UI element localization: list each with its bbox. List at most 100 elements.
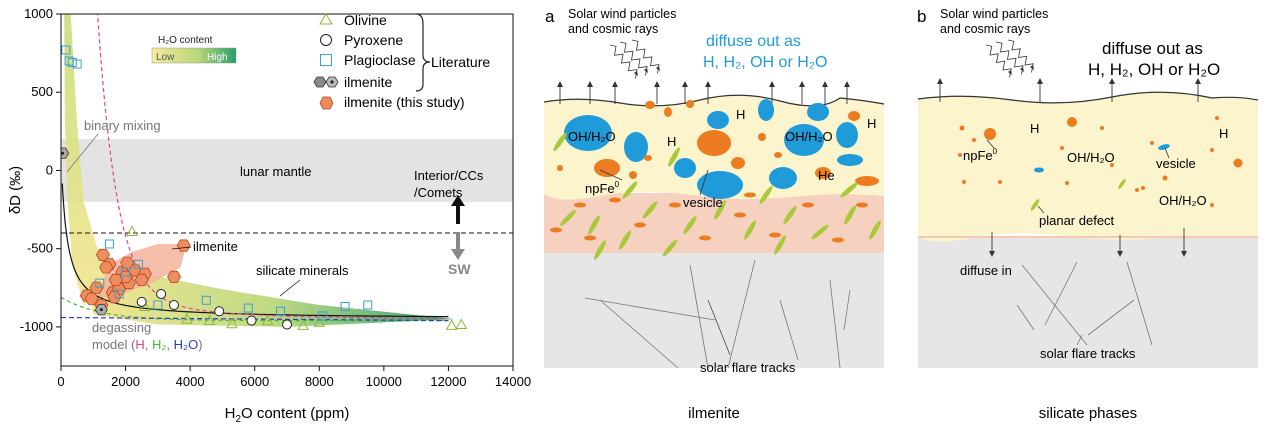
silicate-minerals-field	[86, 273, 455, 327]
npfe-particle	[984, 128, 996, 140]
y-tick-label: -1000	[20, 319, 53, 334]
particle-track	[995, 41, 1024, 75]
panel-a-h3: H	[867, 116, 876, 131]
npfe-particle	[855, 176, 879, 186]
water-vesicle	[697, 171, 743, 199]
plagioclase-point	[318, 311, 328, 321]
x-tick-label: 0	[57, 374, 64, 389]
planar-defect	[844, 205, 856, 225]
mixing-tail-field	[64, 14, 110, 305]
solar-flare-track	[1087, 299, 1135, 336]
particle-track	[619, 41, 648, 76]
x-tick-label: 4000	[176, 374, 205, 389]
olivine-point	[445, 319, 458, 330]
npfe-particle	[958, 153, 962, 157]
npfe-particle	[609, 197, 621, 203]
npfe-particle	[1150, 141, 1154, 145]
y-tick-label: 0	[46, 162, 53, 177]
npfe-particle	[594, 159, 620, 177]
y-axis-label: δD (‰)	[7, 166, 24, 214]
pyroxene-point	[214, 306, 225, 317]
olivine-point	[226, 317, 238, 329]
ilmenite-lit-point	[61, 147, 70, 159]
planar-defect	[774, 235, 786, 255]
panel-a-surface	[543, 94, 885, 107]
plagioclase-point	[276, 306, 286, 316]
solar-flare-track	[584, 297, 716, 321]
panel-a-h2: H	[736, 107, 745, 122]
plagioclase-point	[363, 300, 373, 310]
olivine-point	[455, 318, 468, 330]
particle-track	[1007, 39, 1034, 73]
panel-a-diffuse-1: diffuse out as	[706, 33, 801, 50]
npfe-particle	[731, 157, 745, 169]
binary-mixing-pointer	[66, 133, 99, 173]
solar-flare-track	[599, 299, 679, 369]
panel-b-bulk	[918, 236, 1258, 368]
panel-b-oh-2: OH/H₂O	[1159, 193, 1207, 208]
npfe-particle	[734, 212, 746, 218]
panel-b-h1: H	[1030, 121, 1039, 136]
pyroxene-point	[282, 319, 292, 330]
plagioclase-point	[121, 267, 131, 277]
x-axis-label: H2O content (ppm)	[225, 405, 350, 425]
legend-olivine: Olivine	[344, 12, 387, 28]
ilmenite-study-point	[108, 273, 123, 287]
particle-track	[985, 44, 1012, 78]
plagioclase-point	[133, 259, 143, 269]
solar-flare-track	[843, 289, 851, 331]
npfe-particle	[574, 202, 586, 208]
npfe-particle	[815, 167, 831, 179]
panel-b-planar: planar defect	[1039, 213, 1115, 228]
interior-label-2: /Comets	[414, 185, 463, 200]
legend-plagioclase-marker	[320, 54, 332, 66]
y-tick-label: -500	[27, 241, 53, 256]
ilmenite-study-point	[134, 273, 149, 287]
water-vesicle	[807, 103, 829, 121]
x-tick-label: 10000	[366, 374, 402, 389]
legend-ilmenite-study: ilmenite (this study)	[344, 94, 465, 110]
solar-flare-track	[779, 299, 799, 361]
sw-label: SW	[448, 261, 471, 277]
particle-track	[631, 39, 660, 74]
npfe-particle	[644, 155, 652, 161]
npfe-particle	[848, 111, 860, 121]
panel-a-vesicle: vesicle	[683, 195, 723, 210]
silicate-minerals-label: silicate minerals	[256, 263, 349, 278]
water-vesicle	[758, 99, 774, 121]
planar-defect	[662, 239, 678, 257]
x-tick-label: 6000	[240, 374, 269, 389]
panel-b-caption: silicate phases	[1039, 405, 1137, 422]
y-tick-label: 500	[31, 84, 53, 99]
legend-olivine-marker	[319, 13, 333, 25]
olivine-point	[126, 225, 138, 236]
npfe-particle	[802, 202, 814, 208]
literature-brace	[415, 13, 431, 92]
x-tick-label: 12000	[430, 374, 466, 389]
npfe-particle	[584, 235, 596, 241]
panel-a-oh-left: OH/H₂O	[568, 129, 616, 144]
pyroxene-point	[169, 299, 179, 310]
npfe-particle	[645, 101, 655, 109]
panel-a-h1: H	[667, 134, 676, 149]
legend: Olivine Pyroxene Plagioclase ilmenite il…	[313, 12, 490, 110]
npfe-particle	[758, 133, 766, 141]
panel-b-solar-1: Solar wind particles	[940, 7, 1048, 21]
npfe-particle	[686, 100, 694, 108]
npfe-particle	[998, 180, 1002, 184]
olivine-point	[297, 319, 309, 330]
plagioclase-point	[61, 45, 71, 55]
pyroxene-point	[136, 296, 147, 307]
plagioclase-point	[201, 295, 211, 305]
lunar-mantle-label: lunar mantle	[240, 164, 312, 179]
water-vesicle	[837, 154, 863, 166]
panel-a-caption: ilmenite	[688, 405, 740, 422]
panel-a-flare: solar flare tracks	[700, 360, 796, 375]
planar-defect	[642, 201, 658, 219]
planar-defect	[783, 205, 797, 225]
colorbar	[151, 47, 237, 64]
planar-defect	[714, 200, 726, 220]
ilmenite-study-point	[99, 261, 114, 274]
planar-defect	[553, 132, 567, 152]
ilmenite-lit-dot	[61, 151, 65, 155]
